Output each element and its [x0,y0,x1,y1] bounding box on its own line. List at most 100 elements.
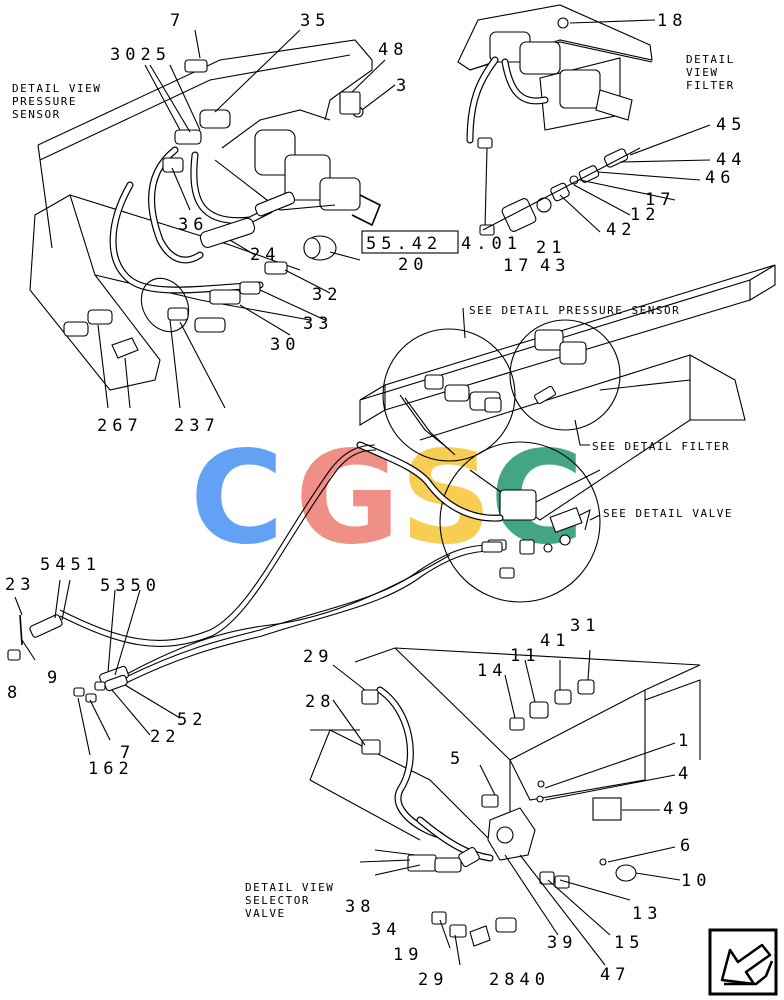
callout-6: 6 [680,836,695,856]
tee-28a [361,739,381,755]
caption-see-valve: SEE DETAIL VALVE [603,507,733,520]
callout-30: 30 [270,335,300,355]
fitting-32 [264,261,288,275]
callout-22: 22 [150,727,180,747]
callout-46: 46 [705,168,735,188]
catalog-ref-right: 4.01 [461,234,522,254]
arrow-down-left-icon[interactable] [708,928,778,996]
fitting-29a [361,689,379,705]
callout-3: 3 [396,76,411,96]
plate-49 [592,797,622,821]
callout-41: 41 [540,631,570,651]
callout-34: 34 [371,920,401,940]
caption-pressure-line1: DETAIL VIEW [12,82,101,95]
callout-48: 48 [378,40,408,60]
callout-17b: 17 [503,256,533,276]
fitting-40 [495,917,517,933]
caption-pressure-line3: SENSOR [12,108,61,121]
callout-32: 32 [312,285,342,305]
pressure-sensor-detail [29,29,396,409]
caption-selector-line1: DETAIL VIEW [245,881,334,894]
fitting-8 [7,649,21,661]
callout-38: 38 [345,897,375,917]
callout-3025: 3025 [110,45,171,65]
leader-see-pressure [462,307,466,339]
callout-5: 5 [450,749,465,769]
callout-19: 19 [393,945,423,965]
caption-see-pressure-sensor: SEE DETAIL PRESSURE SENSOR [469,304,680,317]
fitting-35 [199,109,231,129]
callout-17a: 17 [645,190,675,210]
fitting-37 [167,307,189,321]
callout-29a: 29 [303,647,333,667]
callout-24: 24 [250,245,280,265]
callout-10: 10 [681,871,711,891]
fitting-15a [539,871,555,885]
fitting-31 [577,679,595,695]
caption-filter-line2: VIEW [686,66,719,79]
callout-237: 237 [174,416,220,436]
caption-selector-line2: SELECTOR [245,894,310,907]
caption-filter-line1: DETAIL [686,53,735,66]
fitting-3025 [174,129,202,145]
callout-9: 9 [47,668,62,688]
caption-pressure-line2: PRESSURE [12,95,77,108]
callout-52: 52 [177,710,207,730]
callout-42: 42 [606,220,636,240]
callout-44: 44 [716,150,746,170]
callout-2840: 2840 [489,970,550,990]
callout-28a: 28 [305,692,335,712]
callout-20: 20 [398,255,428,275]
callout-31: 31 [570,616,600,636]
fitting-7 [184,59,208,73]
machine-frame-overview [356,264,776,603]
callout-1: 1 [678,731,693,751]
watermark-letter-c1: C [190,424,284,573]
watermark-letter-g: G [295,424,400,573]
filter-element [501,198,537,232]
tee-67 [111,337,139,359]
callout-29b: 29 [418,970,448,990]
callout-39: 39 [547,933,577,953]
callout-4: 4 [678,764,693,784]
fitting-30 [209,289,241,305]
callout-267: 267 [97,416,143,436]
callout-8: 8 [7,683,22,703]
callout-49: 49 [663,799,693,819]
callout-18: 18 [657,11,687,31]
fitting-33 [239,281,261,295]
caption-see-filter: SEE DETAIL FILTER [592,440,730,453]
callout-36: 36 [178,215,208,235]
callout-33: 33 [303,314,333,334]
leader-see-valve [589,514,601,521]
callout-5451: 5451 [40,555,101,575]
callout-43: 43 [540,256,570,276]
detail-circle-valve [439,441,601,603]
sensor-body-3 [319,177,361,211]
fitting-19 [431,911,447,925]
callout-7: 7 [170,11,185,31]
detail-circle-filter [509,319,621,431]
callout-13: 13 [632,904,662,924]
callout-35: 35 [300,11,330,31]
callout-47: 47 [600,965,630,985]
fitting-38 [407,854,437,872]
fitting-26 [87,309,113,325]
cap-10 [615,864,637,882]
callout-23: 23 [5,575,35,595]
caption-selector-line3: VALVE [245,907,286,920]
selector-valve-detail [309,647,701,966]
hose-end-23 [19,614,23,646]
fitting-11 [529,701,549,719]
hose-assemblies [7,444,503,756]
callout-11: 11 [510,646,540,666]
callout-12: 12 [630,205,660,225]
callout-21: 21 [536,238,566,258]
callout-7b: 7 [120,743,135,763]
callout-162: 162 [88,759,134,779]
callout-45: 45 [716,115,746,135]
fitting-41 [554,689,572,705]
catalog-ref-left: 55.42 [366,234,442,254]
filter-detail [457,4,711,236]
